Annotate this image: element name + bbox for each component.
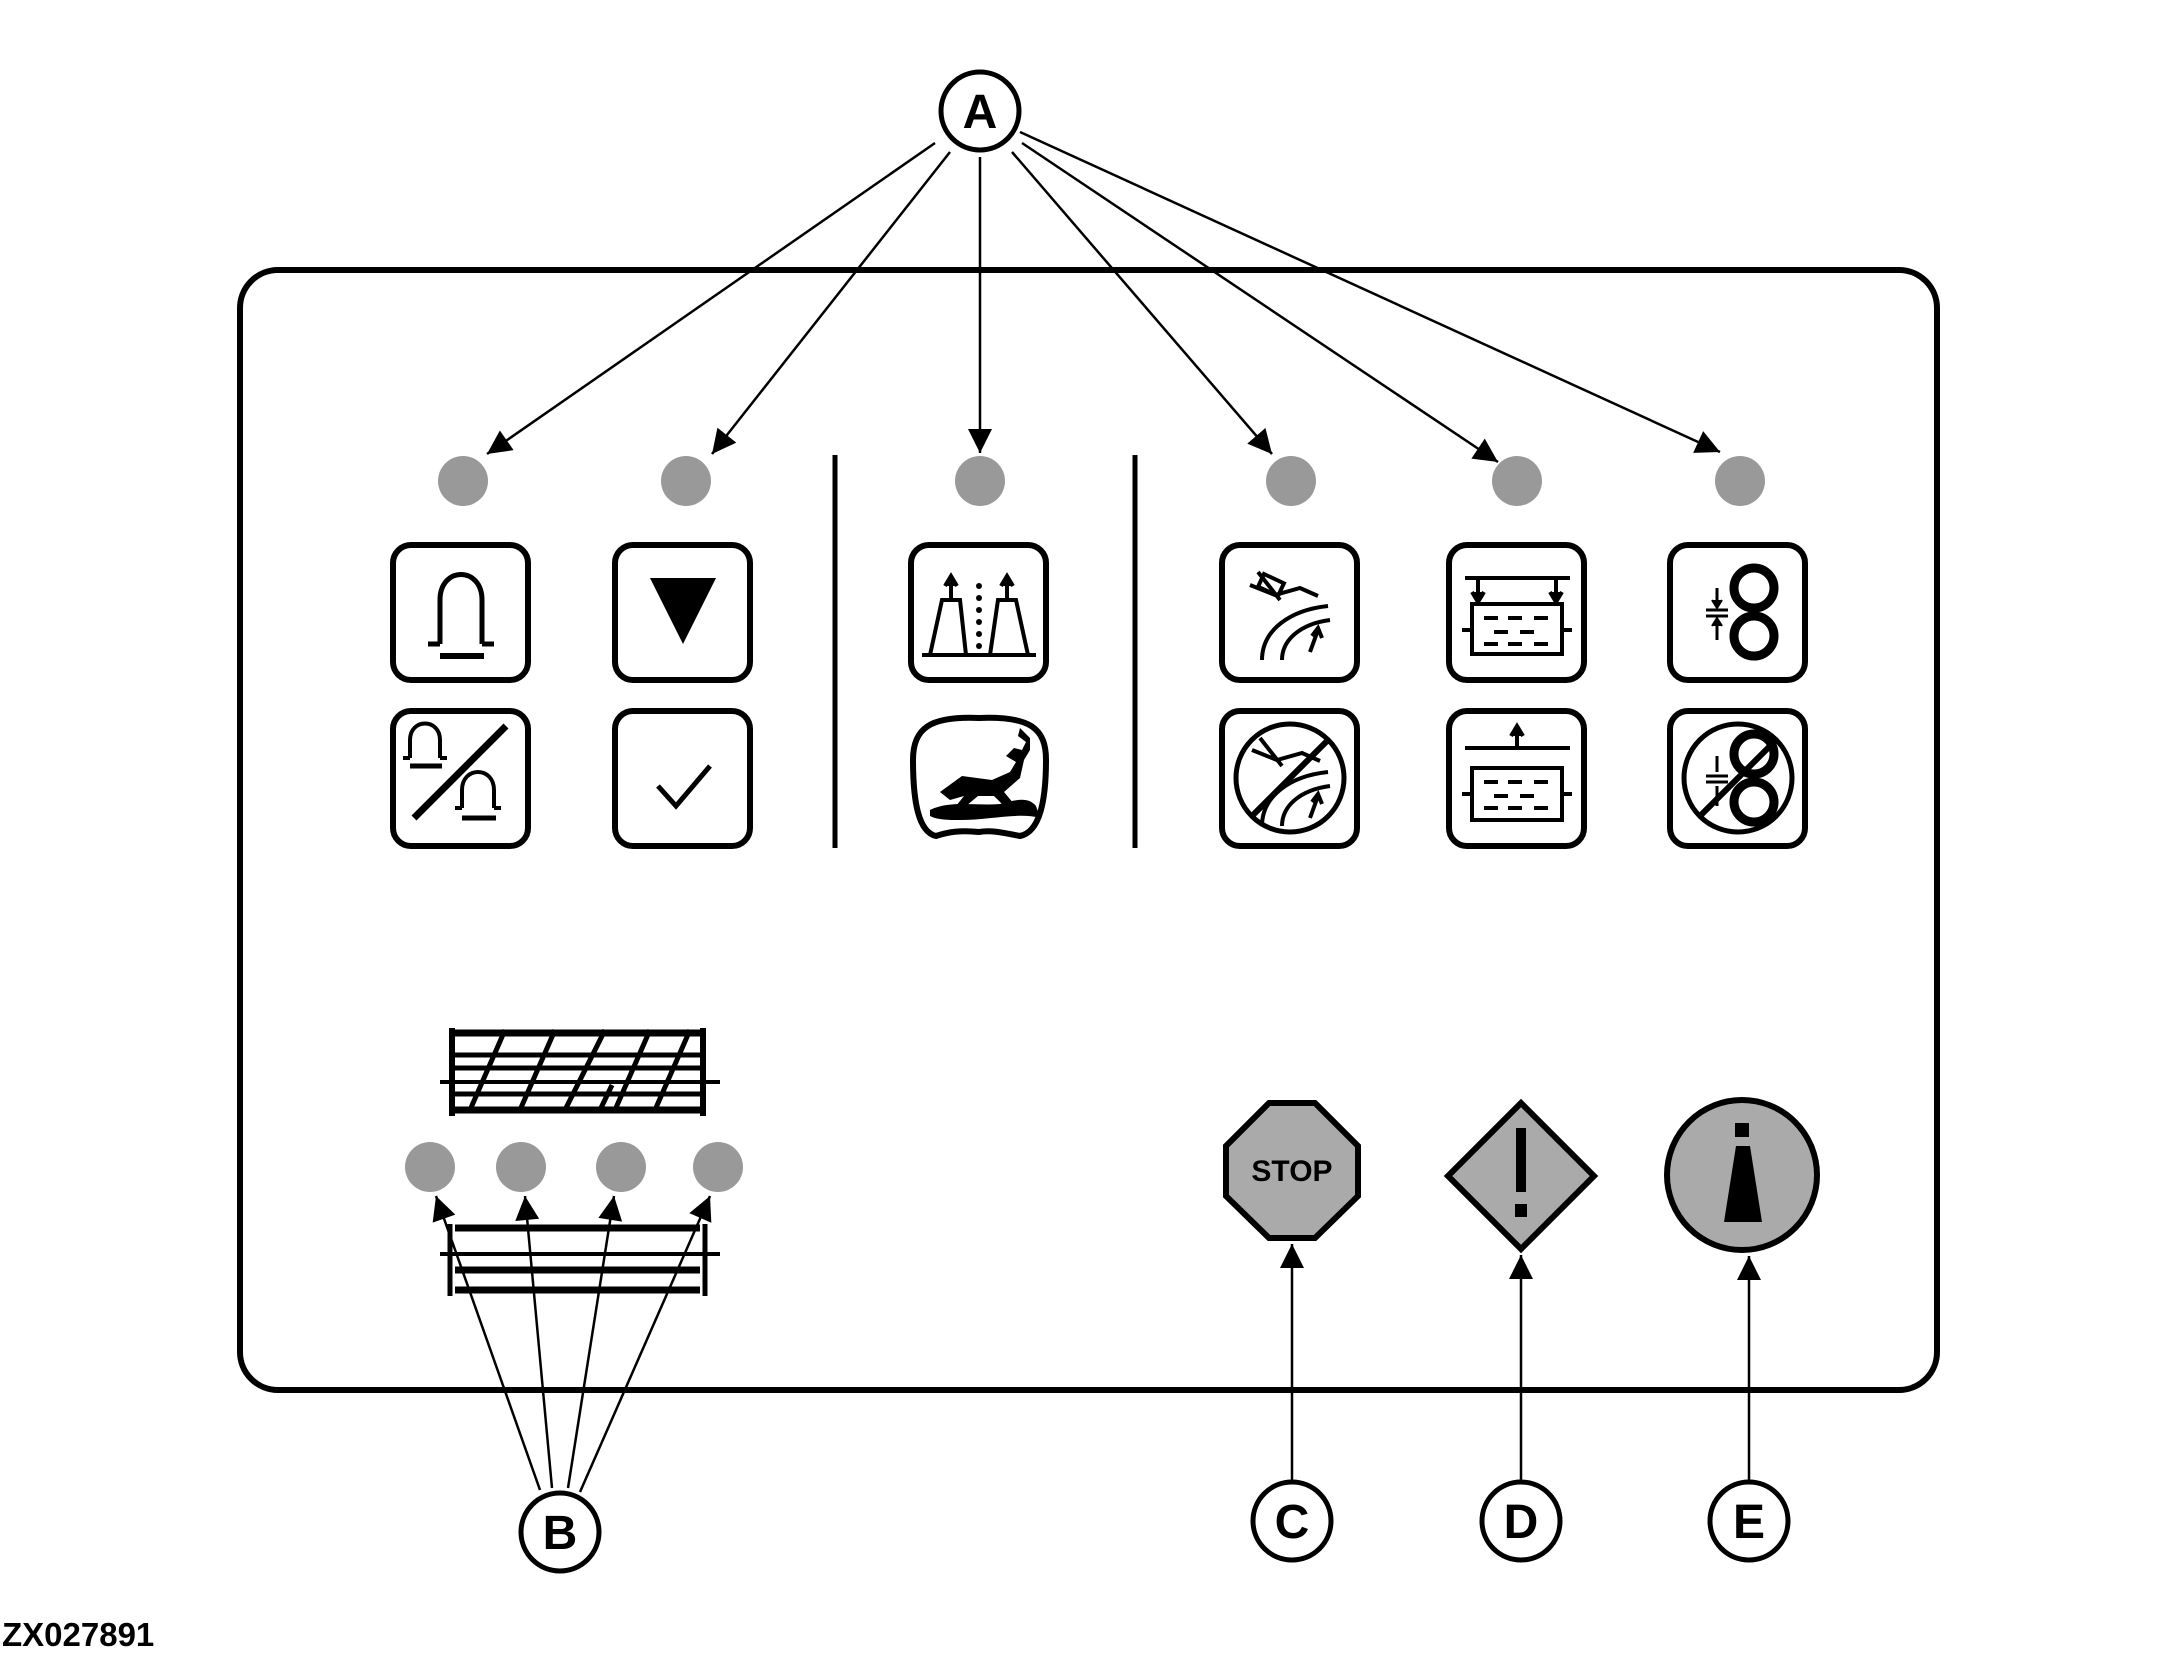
- stop-icon: [1223, 1100, 1361, 1241]
- callout-b-label: B: [543, 1507, 578, 1560]
- header-raise-icon: [428, 572, 494, 647]
- swath-board-icon: [440, 1028, 720, 1116]
- conditioner-disengage-button[interactable]: [1219, 708, 1360, 849]
- stop-warning-button[interactable]: STOP: [1223, 1100, 1361, 1241]
- conditioner-engage-button[interactable]: [1219, 542, 1360, 683]
- conditioner-disengaged-icon: [1233, 721, 1347, 835]
- conditioner-engaged-icon: [1249, 570, 1331, 661]
- indicator-lamp: [693, 1142, 743, 1192]
- indicator-lamp: [438, 456, 488, 506]
- indicator-lamp: [955, 456, 1005, 506]
- info-warning-button[interactable]: [1664, 1097, 1820, 1253]
- row-guidance-button[interactable]: [908, 542, 1049, 683]
- swath-narrow-icon: [1462, 576, 1572, 656]
- swath-narrow-button[interactable]: [1446, 542, 1587, 683]
- indicator-lamp: [405, 1142, 455, 1192]
- indicator-lamp: [1492, 456, 1542, 506]
- indicator-lamp: [661, 456, 711, 506]
- callout-c-label: C: [1275, 1496, 1310, 1549]
- stop-label: STOP: [1251, 1155, 1332, 1188]
- row-guidance-icon: [922, 572, 1036, 657]
- swath-wide-icon: [1462, 722, 1572, 822]
- swath-board-indicator-lamps: [405, 1142, 743, 1192]
- callout-c: C: [1250, 1244, 1334, 1563]
- roll-gap-off-icon: [1681, 721, 1795, 835]
- indicator-lamp: [1715, 456, 1765, 506]
- indicator-lamp: [596, 1142, 646, 1192]
- deere-logo-button[interactable]: [909, 714, 1050, 840]
- lower-icon: [650, 578, 716, 644]
- header-float-button[interactable]: [390, 708, 531, 849]
- caution-warning-button[interactable]: [1443, 1098, 1599, 1254]
- indicator-lamp: [496, 1142, 546, 1192]
- header-float-icon: [403, 721, 509, 821]
- swath-wide-button[interactable]: [1446, 708, 1587, 849]
- header-raise-button[interactable]: [390, 542, 531, 683]
- callout-d-label: D: [1504, 1496, 1539, 1549]
- callout-e-label: E: [1733, 1496, 1765, 1549]
- callout-e: E: [1707, 1256, 1791, 1563]
- confirm-icon: [656, 764, 712, 810]
- figure-id-label: ZX027891: [2, 1616, 155, 1653]
- roll-gap-icon: [1706, 563, 1779, 661]
- indicator-lamp: [1266, 456, 1316, 506]
- swath-board-lower-icon: [440, 1224, 720, 1296]
- roll-gap-button[interactable]: [1667, 542, 1808, 683]
- swath-board-graphic: [440, 1028, 720, 1296]
- control-panel-frame: [237, 267, 1940, 1393]
- callout-b: B: [432, 1195, 712, 1574]
- top-indicator-lamps: [438, 456, 1765, 506]
- deere-logo-icon: [930, 728, 1040, 820]
- confirm-button[interactable]: [612, 708, 753, 849]
- callout-d: D: [1479, 1255, 1563, 1563]
- roll-gap-off-button[interactable]: [1667, 708, 1808, 849]
- callout-a: A: [486, 69, 1721, 464]
- callout-a-label: A: [963, 86, 998, 139]
- lower-button[interactable]: [612, 542, 753, 683]
